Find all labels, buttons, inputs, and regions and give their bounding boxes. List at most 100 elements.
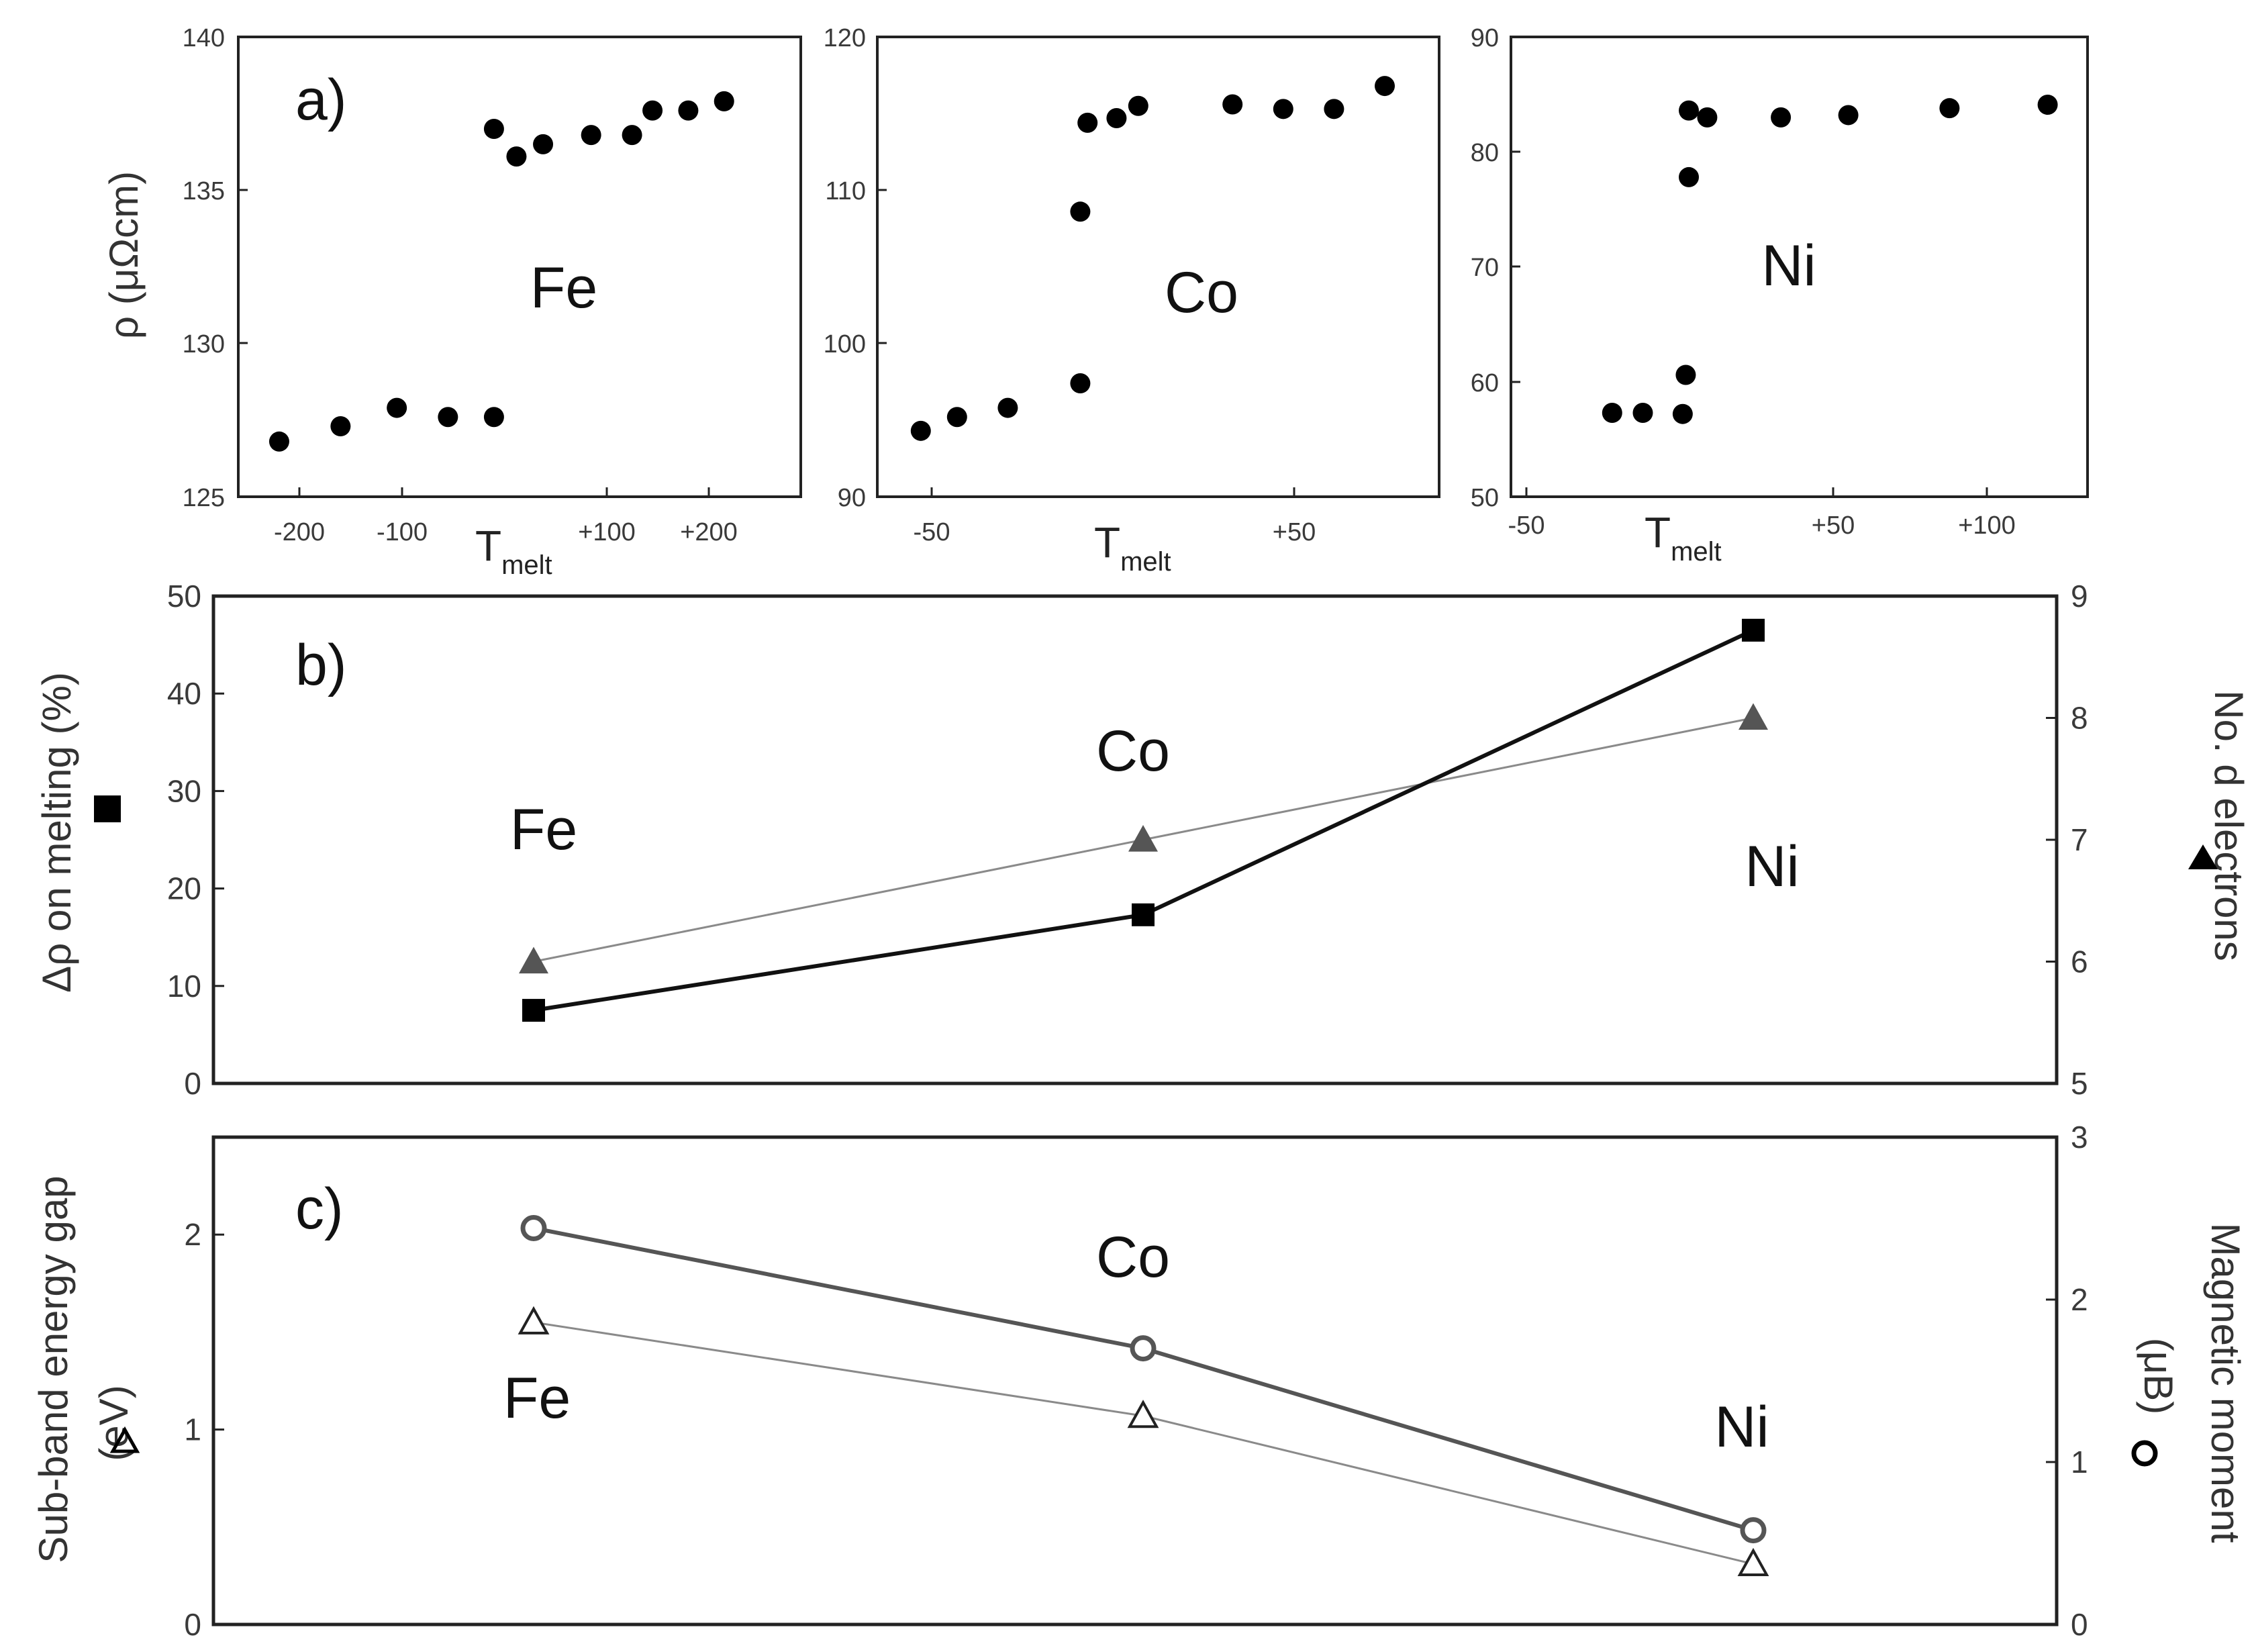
panel-c-left-yaxis: 012 <box>184 1217 224 1642</box>
d-electrons-triangle-marker <box>1738 703 1768 730</box>
ytick-label: 6 <box>2071 944 2088 979</box>
co-data-point <box>1375 76 1395 97</box>
panel-c-frame <box>211 1135 2059 1626</box>
ni-xtick-label: +100 <box>1958 512 2016 540</box>
ytick-label: 20 <box>167 871 201 906</box>
subplot-co-xticks: -50 +50 <box>914 487 1316 546</box>
panel-c-category-fe: Fe <box>503 1366 571 1430</box>
fe-ytick-label: 140 <box>183 24 225 52</box>
fe-data-point <box>483 407 504 428</box>
panel-b-left-ylabel: Δρ on melting (%) <box>34 672 79 993</box>
ni-data-point <box>1939 98 1960 119</box>
fe-data-point <box>714 91 734 111</box>
subplot-fe-yticks: 125 130 135 140 <box>183 24 248 512</box>
ytick-label: 7 <box>2071 822 2088 857</box>
co-ytick-label: 100 <box>824 330 866 358</box>
panel-a: a) ρ (μΩcm) Fe 125 130 135 140 -200 <box>101 24 2089 580</box>
delta-rho-square-marker <box>522 999 545 1022</box>
co-data-point <box>997 397 1018 418</box>
subplot-fe-element-label: Fe <box>530 256 597 320</box>
energy-gap-triangle-marker <box>1127 1400 1159 1428</box>
panel-b-left-ylabel-square-marker <box>94 795 121 822</box>
subplot-ni-points <box>1602 95 2058 424</box>
ytick-label: 0 <box>2071 1607 2088 1642</box>
subplot-co-element-label: Co <box>1165 260 1238 325</box>
fe-xtick-label: -100 <box>377 518 428 546</box>
co-data-point <box>1106 108 1127 129</box>
co-data-point <box>1273 99 1293 119</box>
ni-data-point <box>1679 166 1700 187</box>
subplot-co-yticks: 90 100 110 120 <box>824 24 887 512</box>
ytick-label: 9 <box>2071 579 2088 614</box>
co-data-point <box>1324 99 1344 119</box>
subplot-co-frame <box>876 36 1440 498</box>
panel-b-series <box>519 618 1768 1022</box>
subplot-co-points <box>910 76 1395 441</box>
ni-xtick-label: -50 <box>1508 512 1545 540</box>
subplot-ni-element-label: Ni <box>1761 234 1816 298</box>
panel-c-right-ylabel-circle-marker <box>2131 1440 2158 1467</box>
subplot-ni: Ni 50 60 70 80 90 -50 +50 +100 <box>1471 24 2089 567</box>
ytick-label: 40 <box>167 676 201 711</box>
energy-gap-triangle-marker <box>1737 1547 1769 1576</box>
panel-c-category-co: Co <box>1096 1225 1170 1290</box>
fe-data-point <box>330 416 351 436</box>
subplot-fe: Fe 125 130 135 140 -200 -100 +100 +200 <box>183 24 802 580</box>
panel-b-right-ylabel-triangle-marker <box>2188 844 2218 869</box>
fe-xtick-label: +200 <box>680 518 738 546</box>
panel-b-label: b) <box>295 633 346 697</box>
panel-c-left-ylabel-triangle-marker <box>109 1426 140 1453</box>
ni-data-point <box>1679 100 1700 121</box>
fe-data-point <box>506 146 527 167</box>
subplot-fe-frame <box>237 36 802 498</box>
delta-rho-series-line <box>533 628 1755 1013</box>
subplot-ni-yticks: 50 60 70 80 90 <box>1471 24 1520 512</box>
co-ytick-label: 120 <box>824 24 866 52</box>
ytick-label: 2 <box>2071 1282 2088 1317</box>
ytick-label: 1 <box>2071 1445 2088 1479</box>
subplot-fe-points <box>268 91 734 452</box>
co-data-point <box>1222 94 1243 115</box>
ytick-label: 1 <box>184 1412 201 1447</box>
fe-xtick-label: +100 <box>578 518 636 546</box>
fe-xtick-label: -200 <box>274 518 325 546</box>
fe-data-point <box>438 407 458 428</box>
ni-xtick-label: +50 <box>1812 512 1855 540</box>
panel-a-ylabel: ρ (μΩcm) <box>101 171 146 339</box>
ytick-label: 30 <box>167 773 201 808</box>
fe-data-point <box>268 431 289 452</box>
ni-ytick-label: 90 <box>1471 24 1499 52</box>
magnetic-moment-circle-marker <box>1740 1517 1767 1544</box>
d-electrons-triangle-marker <box>519 946 548 974</box>
fe-ytick-label: 125 <box>183 484 225 512</box>
panel-c-right-ylabel-line1: Magnetic moment <box>2203 1223 2248 1543</box>
fe-data-point <box>581 125 601 146</box>
ni-data-point <box>1697 107 1718 128</box>
panel-c-series <box>518 1215 1769 1576</box>
fe-data-point <box>483 119 504 139</box>
ytick-label: 50 <box>167 579 201 614</box>
co-ytick-label: 110 <box>825 177 866 205</box>
co-xtick-label: +50 <box>1273 518 1316 546</box>
ni-data-point <box>1672 403 1693 424</box>
panel-c-right-ylabel-line2: (μB) <box>2136 1338 2181 1415</box>
panel-b-category-co: Co <box>1096 719 1170 783</box>
ni-ytick-label: 50 <box>1471 484 1499 512</box>
fe-ytick-label: 135 <box>183 177 225 205</box>
fe-data-point <box>387 397 407 418</box>
panel-c-category-ni: Ni <box>1714 1395 1769 1459</box>
magnetic-moment-circle-marker <box>1130 1335 1157 1362</box>
panel-b-category-ni: Ni <box>1745 834 1799 899</box>
fe-data-point <box>622 125 642 146</box>
magnetic-moment-circle-marker <box>520 1215 547 1242</box>
fe-data-point <box>533 134 554 154</box>
panel-c-label: c) <box>295 1177 344 1241</box>
co-data-point <box>910 420 931 441</box>
co-data-point <box>946 407 967 428</box>
panel-b-right-ylabel: No. d electrons <box>2206 690 2251 961</box>
ni-data-point <box>2037 95 2058 115</box>
delta-rho-square-marker <box>1742 618 1765 642</box>
co-xlabel: Tmelt <box>1094 518 1171 577</box>
ytick-label: 10 <box>167 969 201 1004</box>
